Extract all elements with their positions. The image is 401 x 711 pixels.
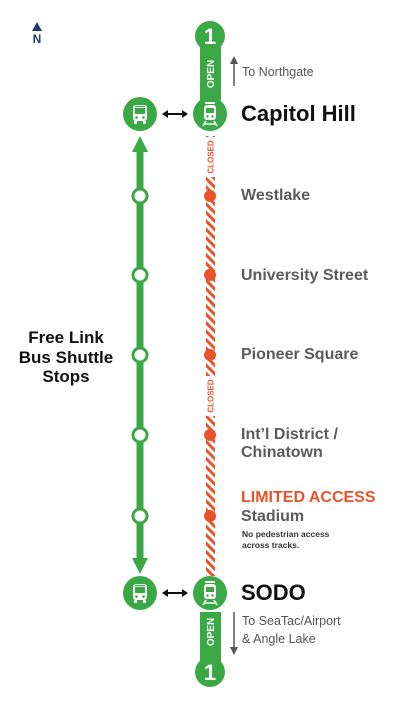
svg-text:1: 1 xyxy=(204,24,216,49)
station-label-stadium: Stadium xyxy=(241,508,305,525)
route-1-badge-north: 1 xyxy=(195,21,225,51)
north-label: N xyxy=(32,32,42,46)
shuttle-stop-pioneer-square xyxy=(131,346,149,364)
station-dot-stadium xyxy=(204,510,216,522)
open-rail-segment-north xyxy=(200,36,221,100)
svg-text:CLOSED: CLOSED xyxy=(207,140,216,174)
limited-access-label: LIMITED ACCESS xyxy=(241,489,376,506)
shuttle-stop-westlake xyxy=(131,187,149,205)
station-label-intl-district: Int’l District / Chinatown xyxy=(241,426,338,461)
station-label-westlake: Westlake xyxy=(241,187,311,204)
station-dot-intl-district xyxy=(204,429,216,441)
station-dot-university-street xyxy=(204,269,216,281)
shuttle-label: Free Link Bus Shuttle Stops xyxy=(18,328,114,387)
station-dot-pioneer-square xyxy=(204,349,216,361)
direction-arrow-south xyxy=(230,612,238,655)
direction-label-north: To Northgate xyxy=(242,65,314,79)
double-arrow-icon-capitol-hill xyxy=(162,110,188,118)
limited-access-note: No pedestrian access across tracks. xyxy=(242,529,330,550)
svg-text:1: 1 xyxy=(204,660,216,685)
closed-label-north: CLOSED xyxy=(204,137,217,177)
shuttle-arrow-north xyxy=(132,136,148,152)
double-arrow-icon-sodo xyxy=(162,589,188,597)
station-dot-westlake xyxy=(204,190,216,202)
station-label-university-street: University Street xyxy=(241,267,369,284)
light-rail-icon-capitol-hill xyxy=(193,97,227,131)
open-label-north: OPEN xyxy=(206,60,217,88)
shuttle-arrow-south xyxy=(132,558,148,574)
direction-label-south: To SeaTac/Airport & Angle Lake xyxy=(242,614,341,646)
station-label-capitol-hill: Capitol Hill xyxy=(241,101,356,126)
svg-text:CLOSED: CLOSED xyxy=(207,379,216,413)
direction-arrow-north xyxy=(230,56,238,86)
station-label-sodo: SODO xyxy=(241,580,306,605)
shuttle-stop-stadium xyxy=(131,507,149,525)
open-label-south: OPEN xyxy=(206,618,217,646)
bus-icon-sodo xyxy=(123,576,157,610)
shuttle-stop-intl-district xyxy=(131,426,149,444)
bus-icon-capitol-hill xyxy=(123,97,157,131)
light-rail-icon-sodo xyxy=(193,576,227,610)
closed-label-middle: CLOSED xyxy=(204,376,217,416)
north-arrow-icon: N xyxy=(26,22,48,46)
shuttle-stop-university-street xyxy=(131,266,149,284)
route-1-badge-south: 1 xyxy=(195,657,225,687)
station-label-pioneer-square: Pioneer Square xyxy=(241,346,359,363)
